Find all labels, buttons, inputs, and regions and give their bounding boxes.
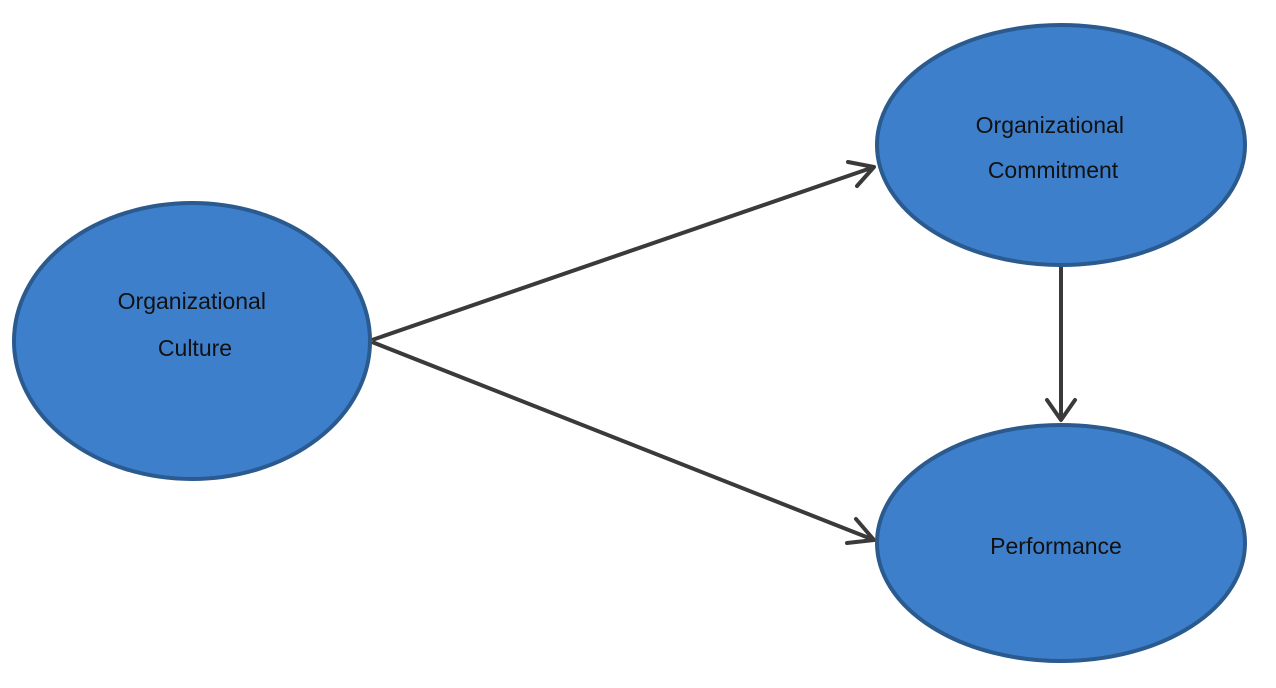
node-label-line: Performance <box>990 533 1122 559</box>
node-label-line: Organizational <box>976 112 1124 138</box>
node-label-line: Organizational <box>118 288 266 314</box>
node-organizational-culture: Organizational Culture <box>12 201 372 481</box>
node-ellipse <box>875 423 1247 663</box>
node-label: Performance <box>990 533 1122 559</box>
arrowhead-performance-from-culture <box>845 517 876 545</box>
node-performance: Performance <box>875 423 1247 663</box>
node-label: Organizational Culture <box>118 288 273 361</box>
node-label-line: Commitment <box>988 157 1119 183</box>
edge-culture-to-commitment <box>371 165 875 342</box>
node-ellipse <box>875 23 1247 267</box>
edge-culture-to-performance <box>371 340 875 542</box>
arrowhead-performance-from-commitment <box>1045 398 1077 422</box>
arrowhead-commitment <box>846 160 876 188</box>
node-label-line: Culture <box>158 335 232 361</box>
node-ellipse <box>12 201 372 481</box>
node-label: Organizational Commitment <box>976 112 1131 183</box>
edges <box>371 160 1077 545</box>
node-organizational-commitment: Organizational Commitment <box>875 23 1247 267</box>
